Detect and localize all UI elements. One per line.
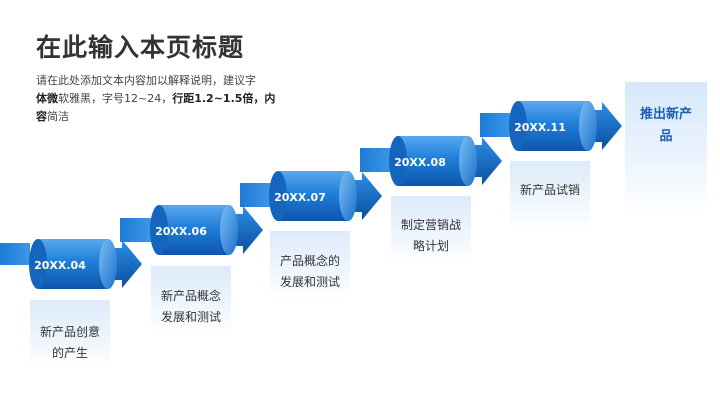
step-cylinder-2: 20XX.06 [150, 205, 263, 255]
step-caption-4: 制定营销战 略计划 [400, 218, 461, 253]
step-caption-box-1 [30, 300, 110, 368]
step-date-5: 20XX.11 [514, 121, 566, 134]
step-cylinder-5: 20XX.11 [509, 101, 622, 151]
connector-band-3 [360, 148, 392, 172]
step-caption-5: 新产品试销 [519, 183, 580, 197]
connector-band-1 [120, 218, 152, 242]
step-date-1: 20XX.04 [34, 259, 86, 272]
step-cylinder-3: 20XX.07 [269, 171, 382, 221]
final-step-label: 推出新产 品 [639, 107, 692, 144]
step-cylinder-4: 20XX.08 [389, 136, 502, 186]
step-caption-box-2 [151, 266, 231, 334]
step-date-3: 20XX.07 [274, 191, 326, 204]
step-caption-box-4 [391, 196, 471, 264]
connector-band-2 [240, 183, 272, 207]
connector-band-0 [0, 243, 30, 265]
step-cylinder-1: 20XX.04 [29, 239, 142, 289]
step-caption-2: 新产品概念 发展和测试 [160, 289, 221, 324]
step-caption-3: 产品概念的 发展和测试 [279, 254, 340, 289]
description-line-1: 请在此处添加文本内容加以解释说明，建议字 [36, 74, 256, 87]
step-caption-1: 新产品创意 的产生 [39, 325, 100, 360]
description-text: 请在此处添加文本内容加以解释说明，建议字 体微软雅黑，字号12~24，行距1.2… [36, 72, 286, 126]
final-step-box [625, 82, 707, 212]
step-caption-box-3 [270, 231, 350, 299]
description-line-3: 容简洁 [36, 110, 69, 123]
page-title: 在此输入本页标题 [36, 33, 245, 62]
step-date-4: 20XX.08 [394, 156, 446, 169]
connector-band-4 [480, 113, 512, 137]
step-date-2: 20XX.06 [155, 225, 207, 238]
description-line-2: 体微软雅黑，字号12~24，行距1.2~1.5倍，内 [36, 92, 276, 105]
step-caption-box-5 [510, 161, 590, 229]
